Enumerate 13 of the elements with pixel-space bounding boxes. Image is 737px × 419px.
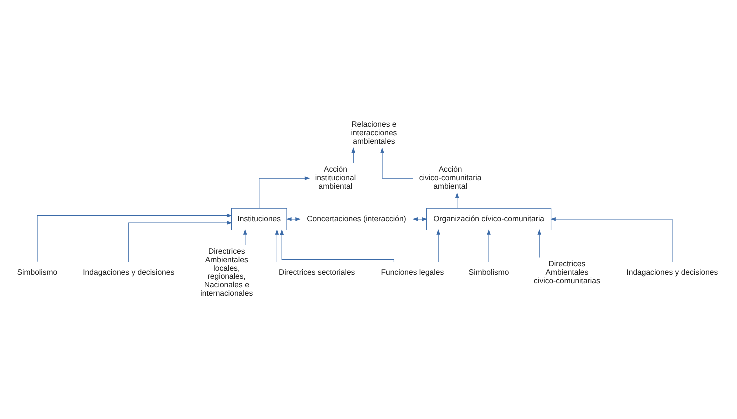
arrow (275, 230, 280, 262)
arrow (259, 176, 310, 209)
arrow (436, 230, 440, 262)
arrow (487, 230, 491, 262)
arrow (538, 230, 542, 258)
arrow (37, 214, 232, 262)
arrow (280, 230, 394, 262)
arrow (380, 148, 414, 179)
arrow (128, 221, 233, 262)
arrow (550, 218, 673, 262)
arrow (244, 229, 248, 246)
arrow (455, 192, 460, 209)
arrow (352, 148, 356, 164)
